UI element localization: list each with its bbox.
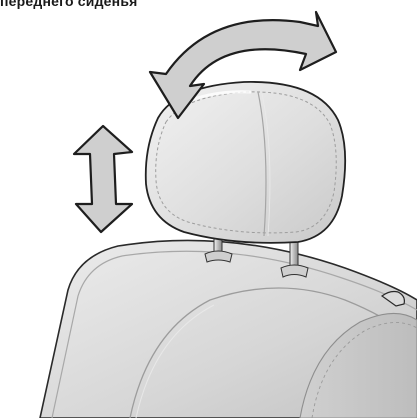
seat-back xyxy=(40,240,417,418)
vertical-double-arrow-icon xyxy=(74,126,132,232)
